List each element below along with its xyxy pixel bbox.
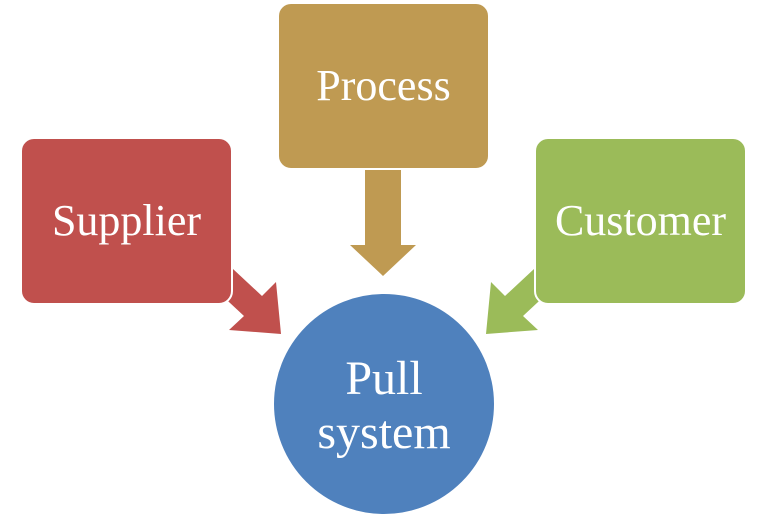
pull-system-label-line1: Pull xyxy=(345,352,423,406)
process-arrow xyxy=(350,170,416,276)
pull-system-label: Pull system xyxy=(317,352,450,460)
supplier-label: Supplier xyxy=(51,196,202,245)
process-label: Process xyxy=(316,61,451,110)
process-box: Process xyxy=(277,2,490,170)
supplier-box: Supplier xyxy=(20,137,233,305)
pull-system-label-line2: system xyxy=(317,406,451,459)
customer-label: Customer xyxy=(554,196,727,245)
customer-box: Customer xyxy=(534,137,747,305)
pull-system-circle: Pull system xyxy=(272,292,496,516)
